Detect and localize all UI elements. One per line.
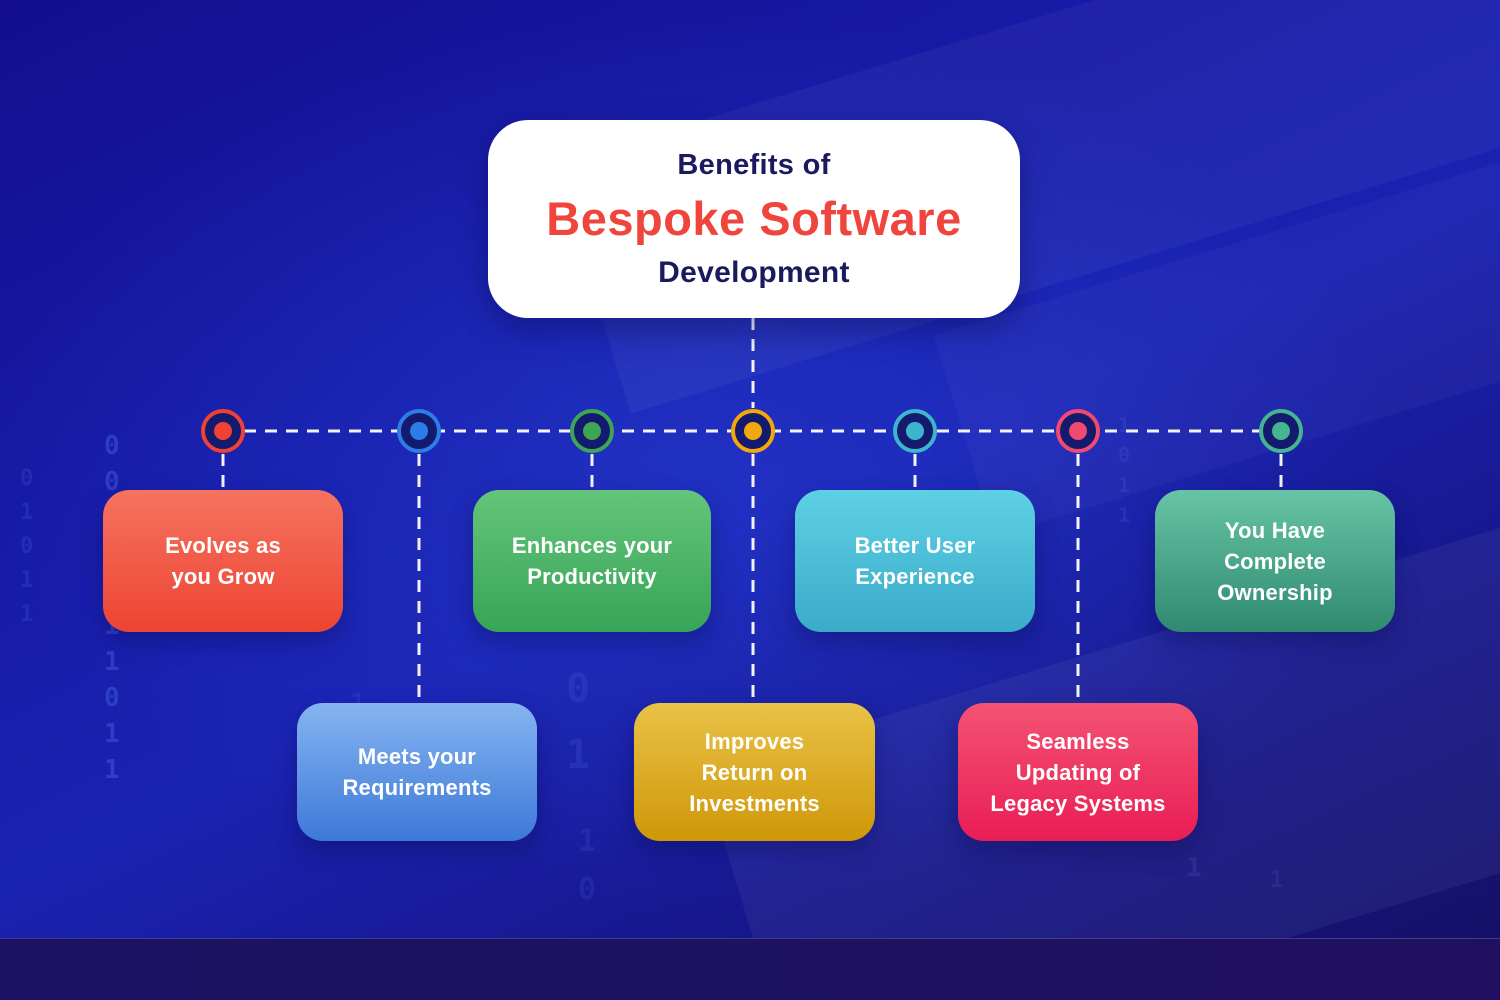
title-card: Benefits of Bespoke Software Development	[488, 120, 1020, 318]
timeline-node-improves	[731, 409, 775, 453]
benefit-card-ownership: You Have Complete Ownership	[1155, 490, 1395, 632]
benefit-label: Meets your Requirements	[342, 744, 492, 800]
background-bottom-band	[0, 938, 1500, 1000]
benefit-card-meets: Meets your Requirements	[297, 703, 537, 841]
node-dot	[410, 422, 428, 440]
benefit-card-improves: Improves Return on Investments	[634, 703, 875, 841]
timeline-node-ownership	[1259, 409, 1303, 453]
node-dot	[744, 422, 762, 440]
title-line-development: Development	[658, 255, 850, 289]
timeline-node-enhances	[570, 409, 614, 453]
benefit-label: Seamless Updating of Legacy Systems	[990, 728, 1166, 816]
title-line-bespoke-software: Bespoke Software	[546, 191, 962, 245]
node-dot	[1272, 422, 1290, 440]
benefit-label: Better User Experience	[854, 533, 976, 589]
benefit-label: Improves Return on Investments	[689, 728, 820, 816]
benefit-label: Enhances your Productivity	[511, 533, 673, 589]
title-line-benefits-of: Benefits of	[677, 148, 831, 181]
timeline-node-evolves	[201, 409, 245, 453]
timeline-node-meets	[397, 409, 441, 453]
benefit-card-evolves: Evolves as you Grow	[103, 490, 343, 632]
node-dot	[1069, 422, 1087, 440]
benefit-label: Evolves as you Grow	[165, 533, 281, 589]
timeline-node-better-ux	[893, 409, 937, 453]
node-dot	[906, 422, 924, 440]
node-dot	[214, 422, 232, 440]
timeline-node-seamless	[1056, 409, 1100, 453]
node-dot	[583, 422, 601, 440]
benefit-label: You Have Complete Ownership	[1217, 517, 1333, 605]
benefit-card-better-ux: Better User Experience	[795, 490, 1035, 632]
benefit-card-seamless: Seamless Updating of Legacy Systems	[958, 703, 1198, 841]
benefit-card-enhances: Enhances your Productivity	[473, 490, 711, 632]
